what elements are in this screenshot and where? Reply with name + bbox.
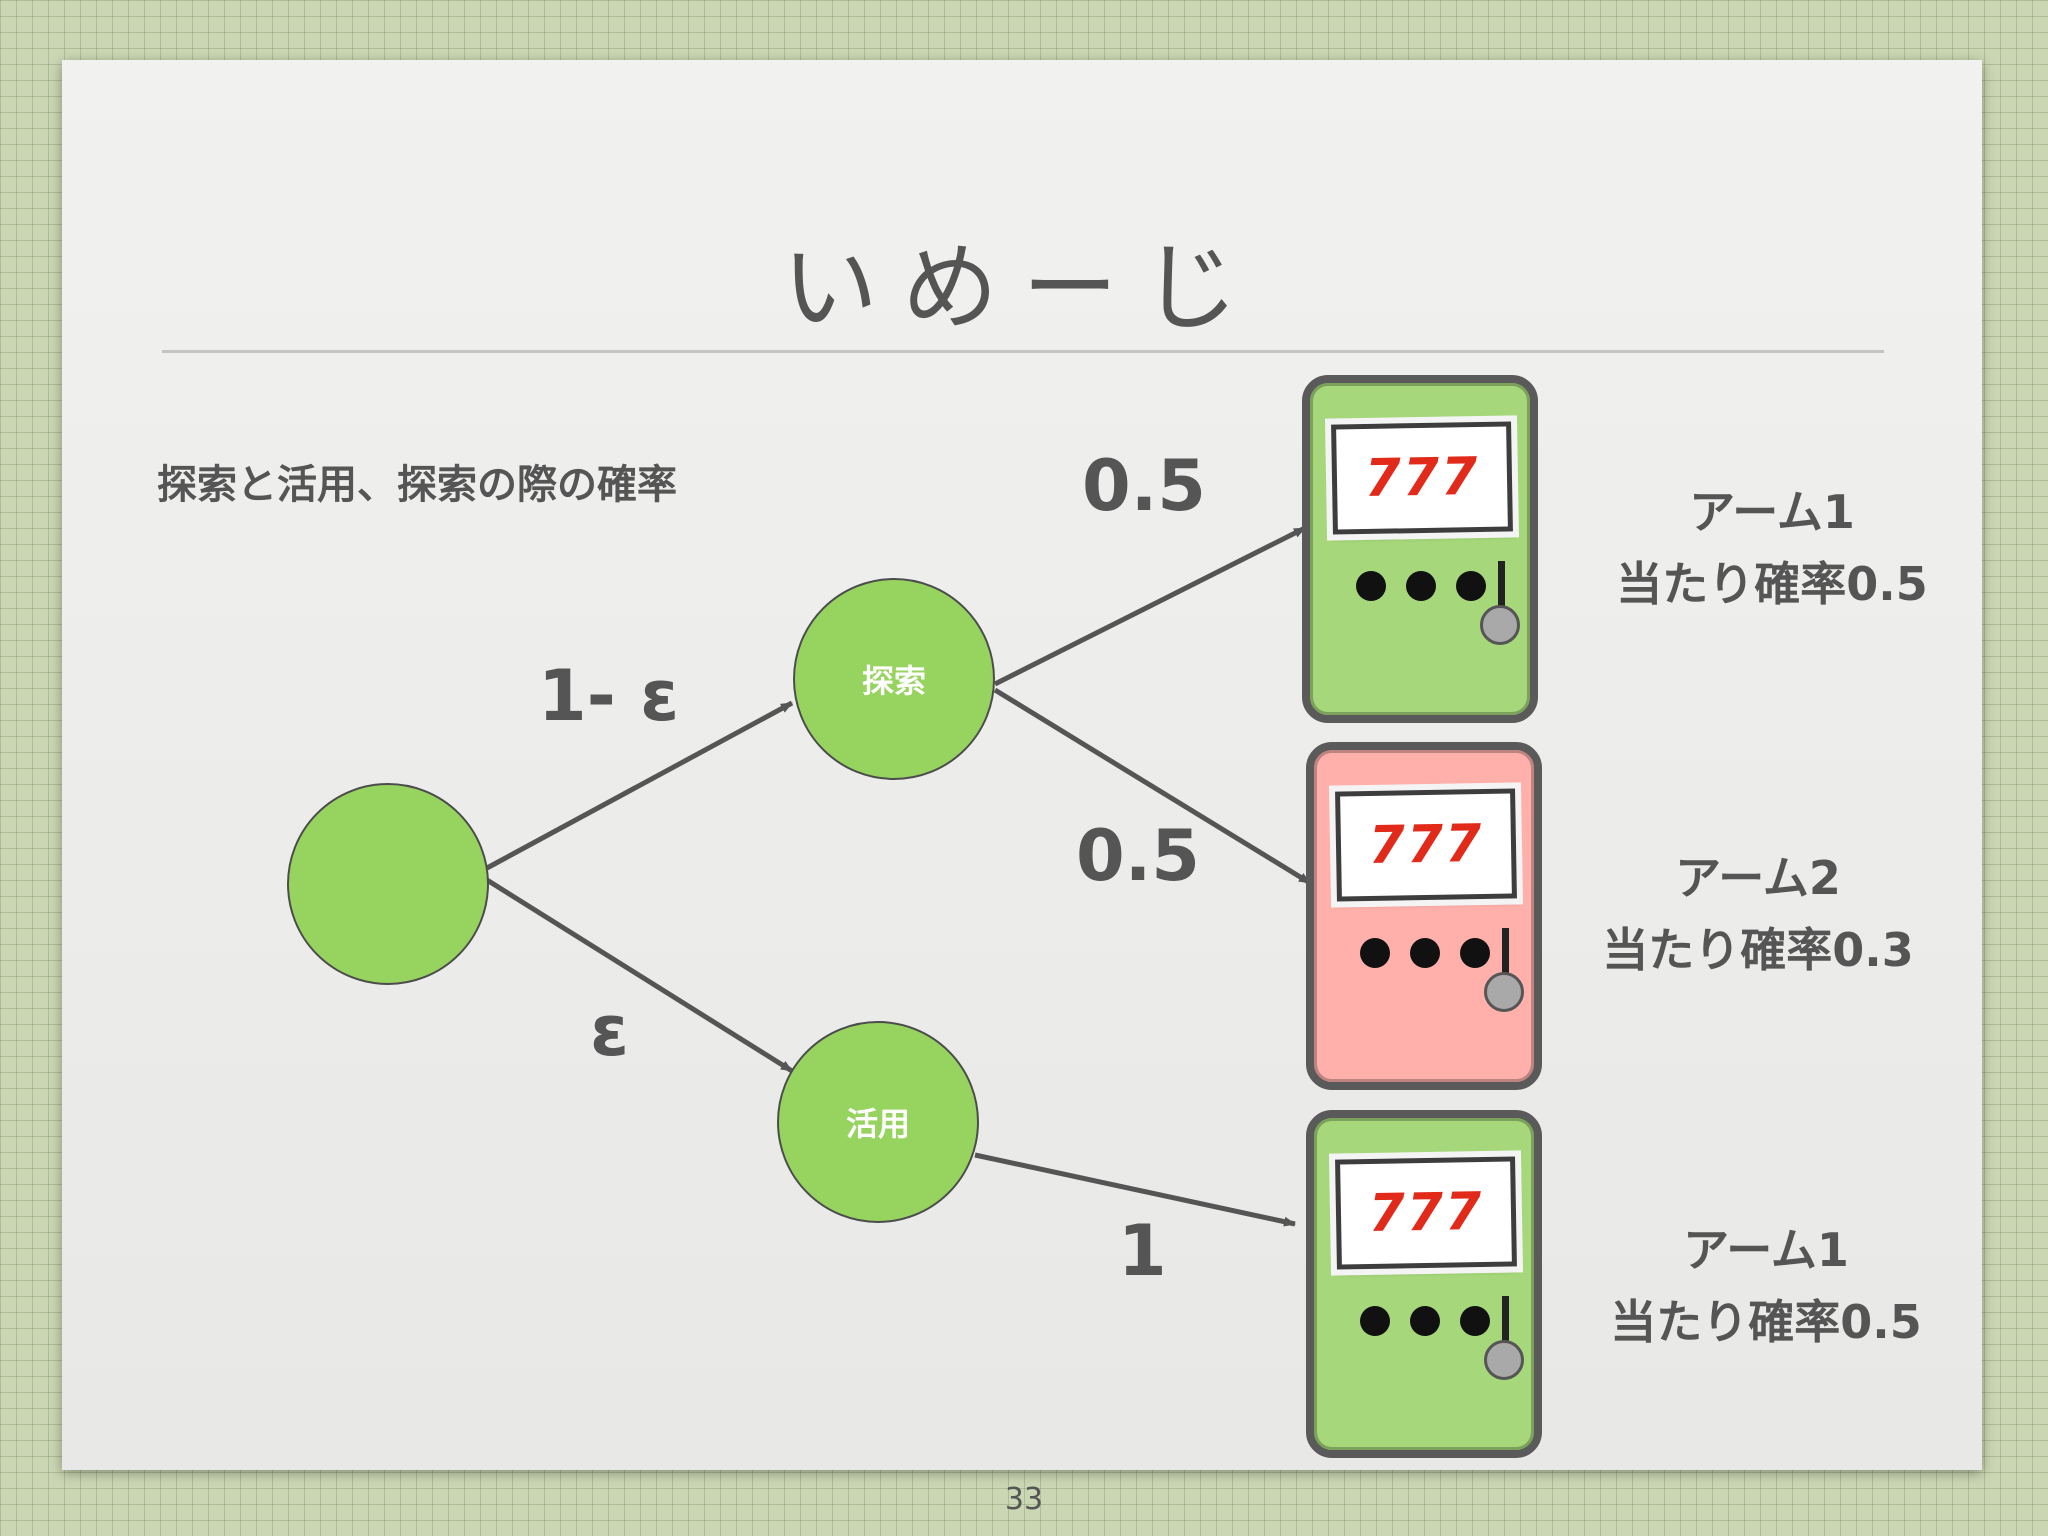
arm-name: アーム1 bbox=[1683, 1223, 1849, 1277]
arm-probability: 当たり確率0.5 bbox=[1610, 1295, 1922, 1349]
edge-label-one-minus-epsilon: 1- ε bbox=[538, 655, 680, 737]
edge-label-explore-arm2: 0.5 bbox=[1076, 815, 1201, 897]
slot-digits: 777 bbox=[1364, 447, 1480, 509]
slot-machine-arm2: 777 bbox=[1306, 742, 1542, 1090]
slot-screen: 777 bbox=[1335, 1156, 1517, 1270]
edge-label-epsilon: ε bbox=[590, 990, 629, 1072]
lever-knob-icon bbox=[1484, 972, 1524, 1012]
reel-button bbox=[1410, 938, 1440, 968]
arm-label-2: アーム2 当たり確率0.3 bbox=[1578, 842, 1938, 986]
slot-machine-arm1-exploit: 777 bbox=[1306, 1110, 1542, 1458]
reel-button bbox=[1460, 1306, 1490, 1336]
edge-explore-arm1 bbox=[993, 525, 1307, 687]
reel-button bbox=[1406, 571, 1436, 601]
reel-button bbox=[1456, 571, 1486, 601]
title-divider bbox=[162, 350, 1884, 353]
arm-probability: 当たり確率0.3 bbox=[1602, 923, 1914, 977]
explore-node: 探索 bbox=[793, 578, 995, 780]
slot-screen: 777 bbox=[1331, 421, 1513, 535]
arm-label-3: アーム1 当たり確率0.5 bbox=[1586, 1214, 1946, 1358]
arm-name: アーム1 bbox=[1689, 485, 1855, 539]
slot-digits: 777 bbox=[1368, 1182, 1484, 1244]
arm-probability: 当たり確率0.5 bbox=[1616, 557, 1928, 611]
edge-label-exploit-arm1: 1 bbox=[1118, 1210, 1167, 1292]
reel-button bbox=[1360, 1306, 1390, 1336]
slide: いめーじ 探索と活用、探索の際の確率 bbox=[62, 60, 1982, 1470]
edge-root-exploit bbox=[485, 877, 794, 1074]
slide-subtitle: 探索と活用、探索の際の確率 bbox=[157, 462, 677, 508]
slot-machine-arm1: 777 bbox=[1302, 375, 1538, 723]
slide-title: いめーじ bbox=[782, 232, 1262, 344]
lever-knob-icon bbox=[1484, 1340, 1524, 1380]
slot-screen: 777 bbox=[1335, 788, 1517, 902]
edge-explore-arm2 bbox=[993, 687, 1312, 886]
edge-label-explore-arm1: 0.5 bbox=[1082, 445, 1207, 527]
arm-name: アーム2 bbox=[1675, 851, 1841, 905]
edge-exploit-arm1 bbox=[974, 1152, 1296, 1227]
reel-button bbox=[1356, 571, 1386, 601]
edge-root-explore bbox=[485, 700, 794, 871]
reel-button bbox=[1410, 1306, 1440, 1336]
page-number: 33 bbox=[1004, 1482, 1044, 1517]
reel-button bbox=[1460, 938, 1490, 968]
reel-button bbox=[1360, 938, 1390, 968]
lever-icon bbox=[1502, 1296, 1509, 1356]
slot-digits: 777 bbox=[1368, 814, 1484, 876]
lever-icon bbox=[1498, 561, 1505, 621]
arm-label-1: アーム1 当たり確率0.5 bbox=[1592, 476, 1952, 620]
lever-knob-icon bbox=[1480, 605, 1520, 645]
root-node bbox=[287, 783, 489, 985]
exploit-node: 活用 bbox=[777, 1021, 979, 1223]
lever-icon bbox=[1502, 928, 1509, 988]
